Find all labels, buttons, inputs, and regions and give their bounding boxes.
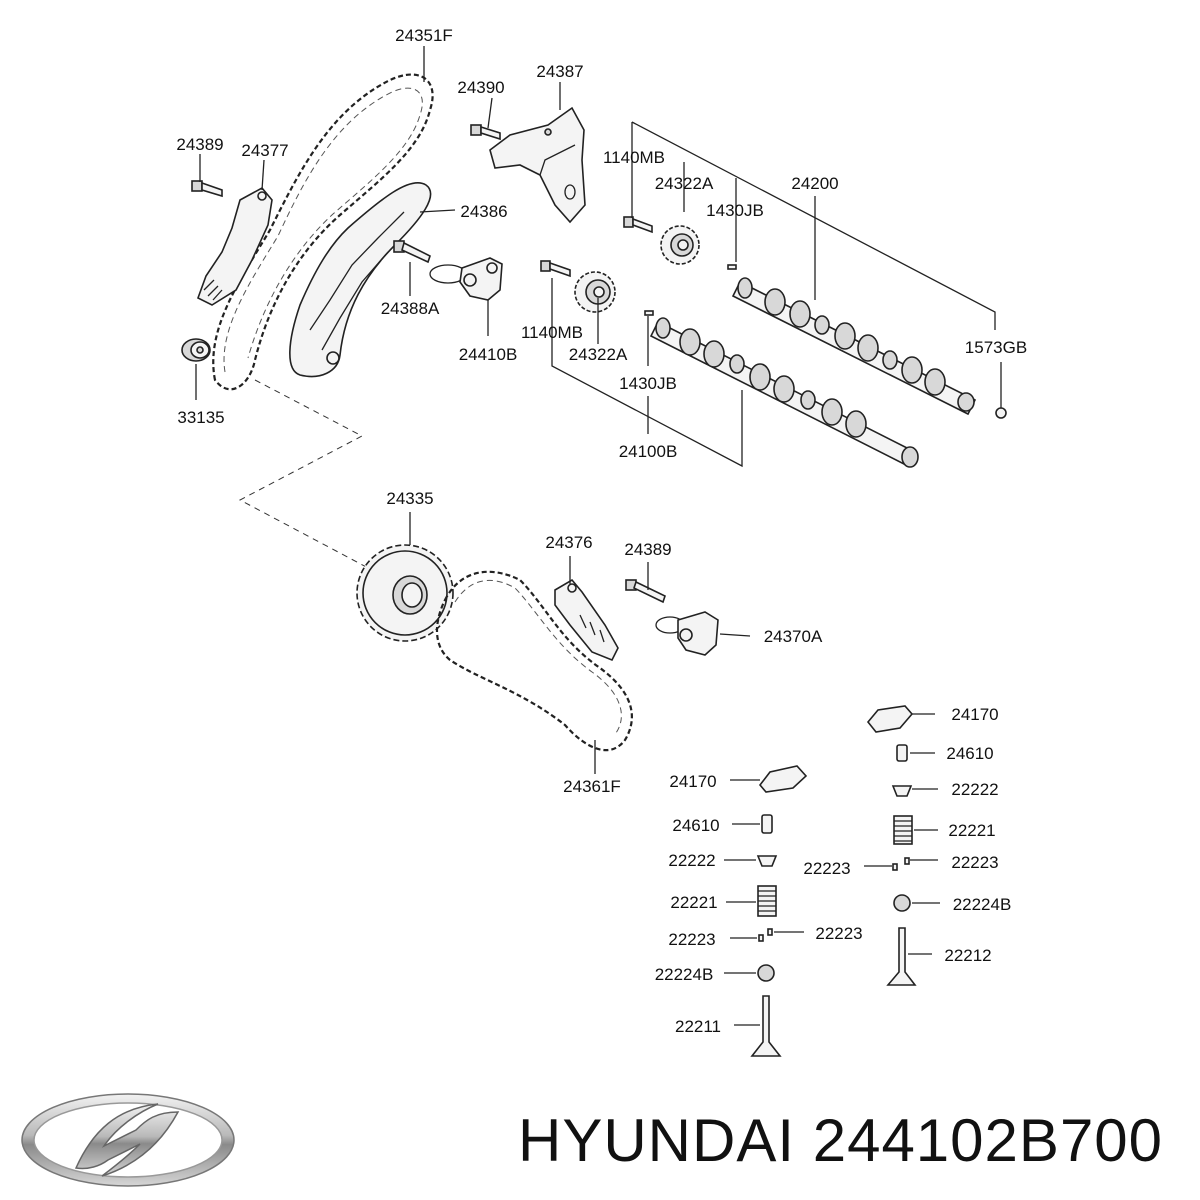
valve-22211: [750, 995, 782, 1057]
seal-22224B-right: [893, 894, 911, 912]
callout-labels: 24351F 24390 24387 24389 24377 1140MB 24…: [176, 26, 1027, 1036]
bracket-24387: [489, 106, 586, 224]
washer-33135: [181, 338, 211, 362]
callout-24377: 24377: [241, 141, 288, 160]
callout-22221-right: 22221: [948, 821, 995, 840]
bolt-1140MB-mid: [540, 260, 571, 278]
callout-1140MB-top: 1140MB: [603, 148, 665, 167]
tensioner-24410B: [429, 257, 503, 301]
valve-train-right: [866, 705, 917, 986]
callout-22222-right: 22222: [951, 780, 998, 799]
camshaft-24100B: [649, 317, 919, 468]
callout-24389-mid: 24389: [624, 540, 671, 559]
seal-22224B-left: [757, 964, 775, 982]
footer: HYUNDAI 244102B700: [0, 1080, 1200, 1200]
phantom-connection-line: [238, 379, 373, 571]
callout-24170-right: 24170: [951, 705, 998, 724]
callout-22223-right-right: 22223: [951, 853, 998, 872]
upper-timing-chain: [212, 73, 434, 391]
callout-24322A-mid: 24322A: [569, 345, 628, 364]
callout-24351F: 24351F: [395, 26, 453, 45]
callout-24335: 24335: [386, 489, 433, 508]
callout-33135: 33135: [177, 408, 224, 427]
callout-24322A-top: 24322A: [655, 174, 714, 193]
hyundai-logo-icon: [21, 1093, 235, 1187]
collet-22223-right-a: [892, 863, 898, 871]
bolt-24389-top: [191, 180, 223, 198]
callout-22223-left-left: 22223: [668, 930, 715, 949]
callout-24386: 24386: [460, 202, 507, 221]
lash-adjuster-24610-left: [761, 814, 773, 834]
callout-1140MB-mid: 1140MB: [521, 323, 583, 342]
callout-22223-left-right: 22223: [815, 924, 862, 943]
dowel-pins-1430JB: [644, 264, 737, 316]
sprocket-24322A-top: [660, 225, 700, 265]
callout-24410B: 24410B: [459, 345, 518, 364]
spring-22221-left: [757, 885, 777, 917]
callout-22224B-right: 22224B: [953, 895, 1012, 914]
bolt-24388A: [393, 240, 431, 264]
callout-1430JB-top: 1430JB: [706, 201, 764, 220]
bolt-24390: [470, 124, 501, 141]
callout-22211: 22211: [675, 1017, 721, 1036]
brand-name: HYUNDAI: [518, 1107, 796, 1174]
rocker-arm-24170-left: [758, 765, 808, 793]
valve-22212: [886, 927, 917, 986]
callout-22222-left: 22222: [668, 851, 715, 870]
part-number: 244102B700: [812, 1107, 1164, 1174]
callout-22223-right-left: 22223: [803, 859, 850, 878]
chain-guide-24376: [554, 578, 619, 662]
collet-22223-right-b: [904, 857, 910, 865]
callout-24389-top: 24389: [176, 135, 223, 154]
camshaft-24200: [731, 277, 977, 416]
retainer-22222-right: [891, 785, 913, 797]
rocker-arm-24170-right: [866, 705, 914, 733]
valve-train-left: [750, 765, 808, 1057]
callout-24376: 24376: [545, 533, 592, 552]
callout-1573GB: 1573GB: [965, 338, 1027, 357]
plug-1573GB: [995, 407, 1007, 419]
tensioner-arm-24386: [289, 182, 432, 378]
bolt-24389-mid: [625, 579, 666, 604]
retainer-22222-left: [756, 855, 778, 867]
callout-24388A: 24388A: [381, 299, 440, 318]
brand-part-number: HYUNDAI 244102B700: [518, 1106, 1163, 1175]
callout-22224B-left: 22224B: [655, 965, 714, 984]
sprocket-24322A-mid: [574, 271, 616, 313]
callout-22221-left: 22221: [670, 893, 717, 912]
tensioner-24370A: [655, 611, 719, 656]
callout-22212: 22212: [944, 946, 991, 965]
collet-22223-left-b: [767, 928, 773, 936]
callout-24370A: 24370A: [764, 627, 823, 646]
leader-lines: [195, 46, 1002, 1026]
callout-24170-left: 24170: [669, 772, 716, 791]
crank-sprocket-24335: [356, 544, 454, 642]
callout-24200: 24200: [791, 174, 838, 193]
callout-24361F: 24361F: [563, 777, 621, 796]
chain-guide-24377: [197, 186, 273, 306]
lower-timing-chain: [435, 570, 633, 752]
bolt-1140MB-top: [623, 216, 653, 234]
callout-1430JB-mid: 1430JB: [619, 374, 677, 393]
callout-24100B: 24100B: [619, 442, 678, 461]
callout-24387: 24387: [536, 62, 583, 81]
callout-24390: 24390: [457, 78, 504, 97]
collet-22223-left-a: [758, 934, 764, 942]
callout-24610-left: 24610: [672, 816, 719, 835]
spring-22221-right: [893, 815, 913, 845]
callout-24610-right: 24610: [946, 744, 993, 763]
lash-adjuster-24610-right: [896, 744, 908, 762]
